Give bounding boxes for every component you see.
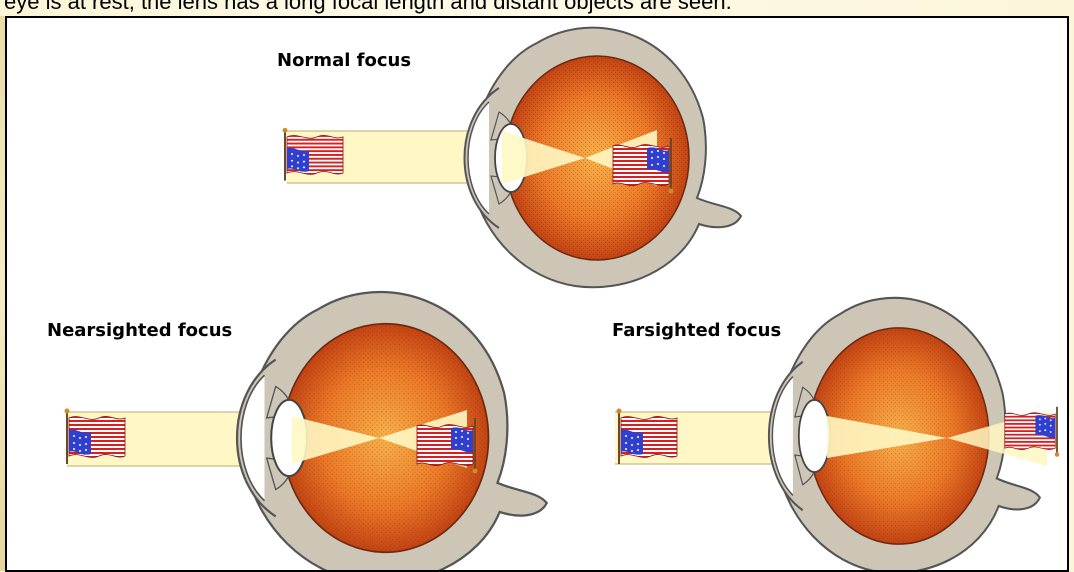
eye-focus-diagram: Normal focus Nearsighted focus xyxy=(7,18,1067,570)
farsighted-focus-label: Farsighted focus xyxy=(612,320,781,341)
caption-text: eye is at rest, the lens has a long foca… xyxy=(0,0,1074,15)
eye-focus-figure: Normal focus Nearsighted focus xyxy=(5,16,1069,572)
nearsighted-eye xyxy=(237,292,547,570)
normal-focus-group: Normal focus xyxy=(277,28,741,288)
farsighted-focus-group: Farsighted focus xyxy=(612,298,1059,570)
normal-focus-label: Normal focus xyxy=(277,50,411,71)
nearsighted-focus-label: Nearsighted focus xyxy=(47,320,232,341)
nearsighted-focus-group: Nearsighted focus xyxy=(47,292,547,570)
